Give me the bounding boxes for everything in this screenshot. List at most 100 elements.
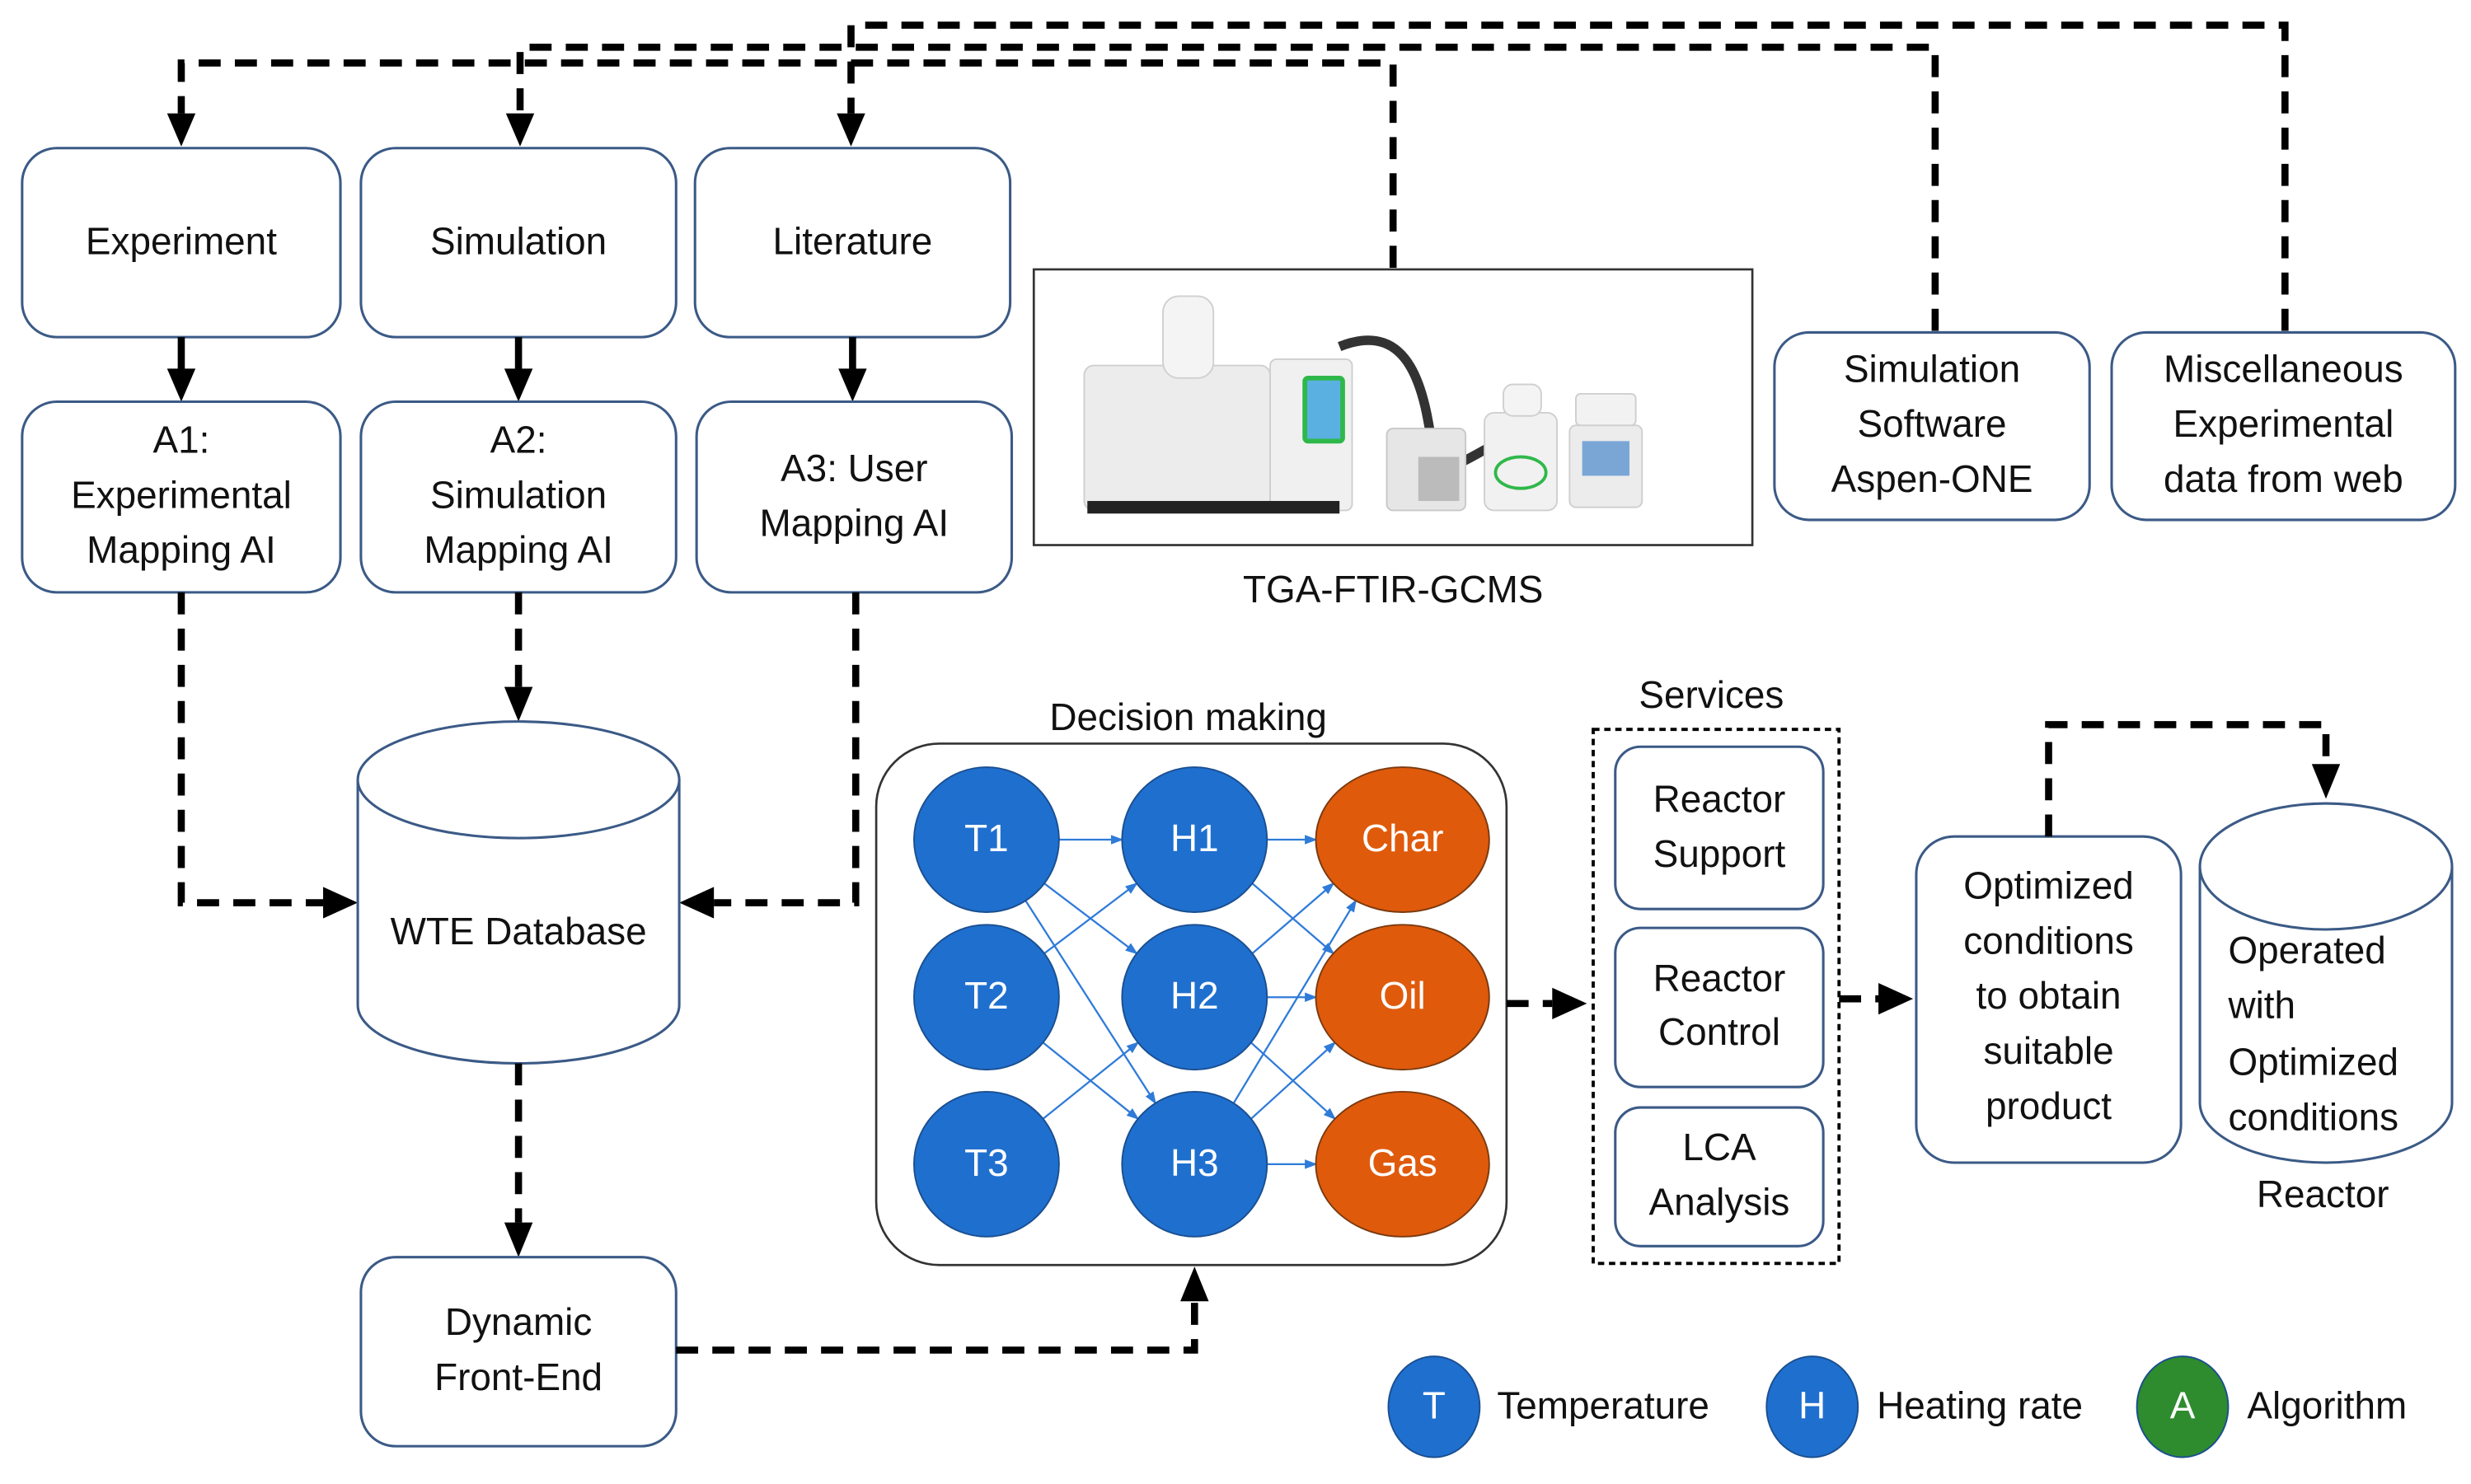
tga-label: TGA-FTIR-GCMS (1243, 568, 1543, 611)
node-h3: H3 (1121, 1090, 1268, 1238)
node-t3: T3 (913, 1090, 1060, 1238)
node-circle (1121, 1090, 1268, 1238)
legend-symbol-a: A (2170, 1383, 2196, 1426)
simulation-software-box[interactable]: Simulation Software Aspen-ONE (1773, 330, 2091, 522)
a1-line-1: A1: (153, 418, 210, 461)
source-simulation[interactable]: Simulation (359, 147, 678, 339)
edge-h3-to-oil (1250, 1042, 1337, 1120)
mapping-ai-a2[interactable]: A2: Simulation Mapping AI (359, 400, 678, 594)
service-reactor-support[interactable]: Reactor Support (1614, 745, 1825, 911)
source-simulation-label: Simulation (430, 219, 607, 262)
legend-temperature: T Temperature (1387, 1355, 1709, 1458)
node-circle (1315, 924, 1490, 1071)
legend-symbol-h: H (1798, 1383, 1826, 1426)
node-char: Char (1315, 766, 1490, 913)
instrument-illustration (1083, 295, 1643, 514)
sim-software-line-3: Aspen-ONE (1831, 457, 2033, 500)
mapping-ai-a1[interactable]: A1: Experimental Mapping AI (21, 400, 342, 594)
node-label: T3 (964, 1141, 1009, 1184)
source-to-mapping-arrows (166, 337, 867, 402)
a3-line-1: A3: User (781, 447, 927, 489)
tga-ftir-gcms-instrument: TGA-FTIR-GCMS (1032, 268, 1754, 611)
service-3-line-2: Analysis (1649, 1181, 1790, 1224)
node-label: H2 (1170, 974, 1219, 1017)
legend-label-algorithm: Algorithm (2247, 1383, 2407, 1426)
decision-title: Decision making (1049, 695, 1327, 738)
reactor-line-2: with (2227, 984, 2295, 1027)
misc-line-1: Miscellaneous (2164, 347, 2403, 390)
reactor-line-1: Operated (2228, 929, 2385, 971)
frontend-line-1: Dynamic (445, 1300, 592, 1343)
dynamic-front-end[interactable]: Dynamic Front-End (359, 1256, 678, 1448)
node-circle (913, 924, 1060, 1071)
edge-t3-to-h2 (1042, 1042, 1140, 1120)
sim-software-line-2: Software (1858, 402, 2007, 445)
legend: T Temperature H Heating rate A Algorithm (1387, 1355, 2407, 1458)
edge-h3-to-char (1232, 899, 1357, 1104)
misc-experimental-data-box[interactable]: Miscellaneous Experimental data from web (2110, 330, 2457, 522)
legend-label-temperature: Temperature (1497, 1383, 1709, 1426)
a2-line-3: Mapping AI (424, 528, 613, 571)
node-label: Gas (1368, 1141, 1437, 1184)
source-experiment[interactable]: Experiment (21, 147, 342, 339)
source-literature[interactable]: Literature (693, 147, 1012, 339)
node-circle (913, 1090, 1060, 1238)
arrow-into-simulation (505, 113, 535, 147)
decision-to-services-connector (1506, 987, 1587, 1019)
network-edges (1025, 835, 1357, 1169)
node-circle (1315, 1090, 1490, 1238)
database-label: WTE Database (391, 910, 647, 953)
service-1-line-1: Reactor (1653, 777, 1786, 820)
legend-heating-rate: H Heating rate (1765, 1355, 2083, 1458)
a2-line-1: A2: (490, 418, 547, 461)
node-label: Char (1362, 817, 1443, 859)
reactor[interactable]: Operated with Optimized conditions React… (2198, 802, 2454, 1215)
edge-h2-to-char (1251, 882, 1335, 954)
edge-t1-to-h3 (1025, 900, 1156, 1105)
reactor-line-4: conditions (2228, 1095, 2398, 1138)
a2-line-2: Simulation (430, 473, 607, 516)
node-h2: H2 (1121, 924, 1268, 1071)
edge-t2-to-h1 (1043, 882, 1138, 955)
optimized-line-1: Optimized (1963, 864, 2134, 906)
optimized-conditions-box[interactable]: Optimized conditions to obtain suitable … (1915, 835, 2183, 1164)
node-oil: Oil (1315, 924, 1490, 1071)
source-experiment-label: Experiment (86, 219, 277, 262)
arrow-into-literature (837, 113, 865, 147)
node-circle (1121, 766, 1268, 913)
node-label: H1 (1170, 817, 1219, 859)
service-lca-analysis[interactable]: LCA Analysis (1614, 1106, 1825, 1248)
node-label: Oil (1380, 974, 1426, 1017)
legend-algorithm: A Algorithm (2136, 1355, 2407, 1458)
services-panel: Services Reactor Support Reactor Control… (1592, 673, 1841, 1266)
service-1-line-2: Support (1653, 832, 1786, 875)
a1-line-3: Mapping AI (87, 528, 276, 571)
optimized-line-3: to obtain (1976, 974, 2122, 1017)
node-gas: Gas (1315, 1090, 1490, 1238)
reactor-label: Reactor (2257, 1173, 2389, 1215)
legend-symbol-t: T (1423, 1383, 1446, 1426)
optimized-line-5: product (1986, 1084, 2112, 1127)
services-to-optimized-connector (1839, 983, 1914, 1015)
mapping-ai-a3[interactable]: A3: User Mapping AI (695, 400, 1014, 594)
node-circle (1121, 924, 1268, 1071)
arrow-into-experiment (166, 113, 196, 147)
node-h1: H1 (1121, 766, 1268, 913)
service-3-line-1: LCA (1682, 1126, 1756, 1168)
a3-line-2: Mapping AI (760, 502, 949, 545)
connector-tga-to-experiment (177, 59, 1397, 269)
frontend-to-decision-connector (676, 1266, 1209, 1354)
service-reactor-control[interactable]: Reactor Control (1614, 926, 1825, 1088)
wte-database[interactable]: WTE Database (356, 720, 681, 1065)
node-label: H3 (1170, 1141, 1219, 1184)
legend-label-heating-rate: Heating rate (1877, 1383, 2083, 1426)
optimized-to-reactor-connector (2045, 721, 2341, 837)
node-t2: T2 (913, 924, 1060, 1071)
node-label: T1 (964, 817, 1009, 859)
reactor-line-3: Optimized (2228, 1041, 2398, 1084)
connector-misc-to-literature (847, 21, 2289, 331)
top-connectors (166, 21, 2289, 331)
